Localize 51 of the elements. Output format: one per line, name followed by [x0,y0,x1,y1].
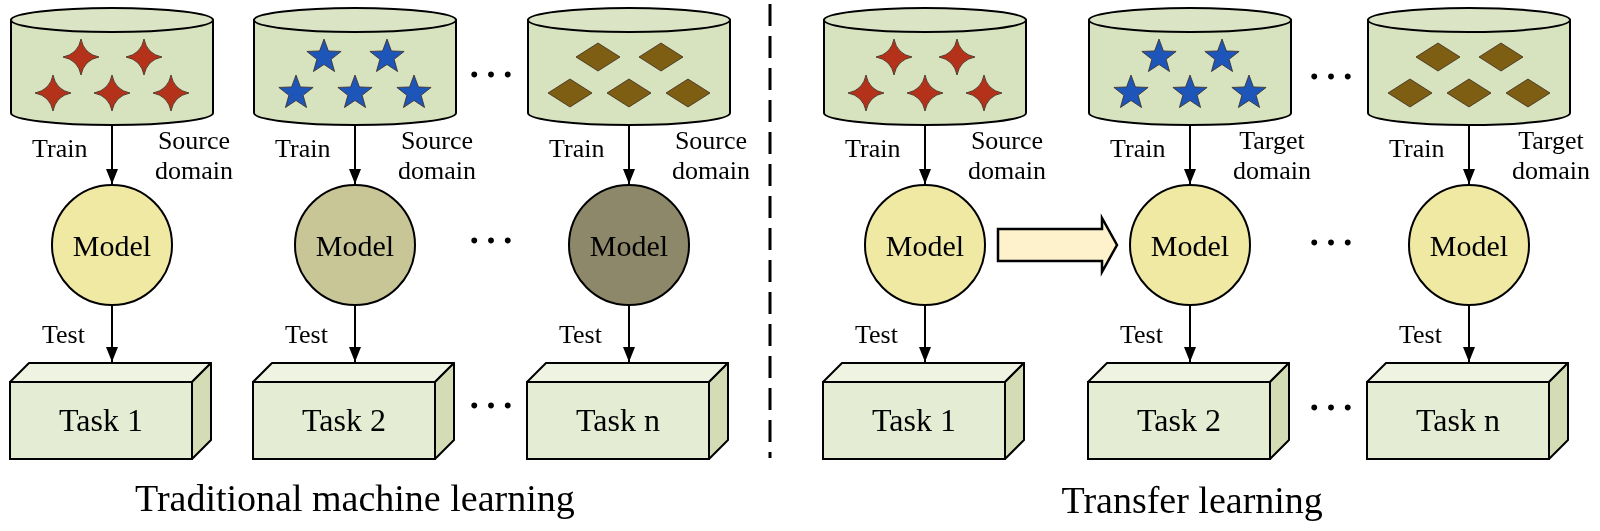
arrow [623,125,635,185]
edge-label: Test [1120,322,1163,348]
ellipsis: … [466,366,516,416]
node-caption: Source domain [155,126,233,186]
arrow [349,305,361,363]
ellipsis: … [466,201,516,251]
arrow [919,125,931,185]
node-caption: Target domain [1512,126,1590,186]
node-caption: Target domain [1233,126,1311,186]
ellipsis: … [1306,203,1356,253]
edge-label: Test [42,322,85,348]
node-label: Model [1150,228,1230,262]
ellipsis: … [466,35,516,85]
node-caption: Source domain [968,126,1046,186]
edge-label: Test [1399,322,1442,348]
edge-label: Train [845,136,901,162]
edge-label: Train [1110,136,1166,162]
node-caption: Source domain [398,126,476,186]
arrow [1184,305,1196,363]
node-label: Task 1 [872,402,956,439]
arrow [1463,305,1475,363]
arrow [623,305,635,363]
node-label: Task 2 [302,402,386,439]
edge-label: Train [32,136,88,162]
node-label: Model [72,228,152,262]
edge-label: Test [285,322,328,348]
ellipsis: … [1306,368,1356,418]
node-label: Model [1429,228,1509,262]
node-label: Task 1 [59,402,143,439]
node-label: Task n [1416,402,1500,439]
node-label: Model [315,228,395,262]
node-label: Task n [576,402,660,439]
arrow [106,305,118,363]
edge-label: Test [855,322,898,348]
block-arrow [996,213,1119,277]
edge-label: Train [549,136,605,162]
arrow [919,305,931,363]
caption: Transfer learning [1061,481,1323,519]
node-label: Model [885,228,965,262]
edge-label: Train [1389,136,1445,162]
arrow [1184,125,1196,185]
ellipsis: … [1306,37,1356,87]
node-label: Model [589,228,669,262]
arrow [1463,125,1475,185]
arrow [349,125,361,185]
node-label: Task 2 [1137,402,1221,439]
edge-label: Test [559,322,602,348]
arrow [106,125,118,185]
node-caption: Source domain [672,126,750,186]
edge-label: Train [275,136,331,162]
caption: Traditional machine learning [135,479,575,517]
